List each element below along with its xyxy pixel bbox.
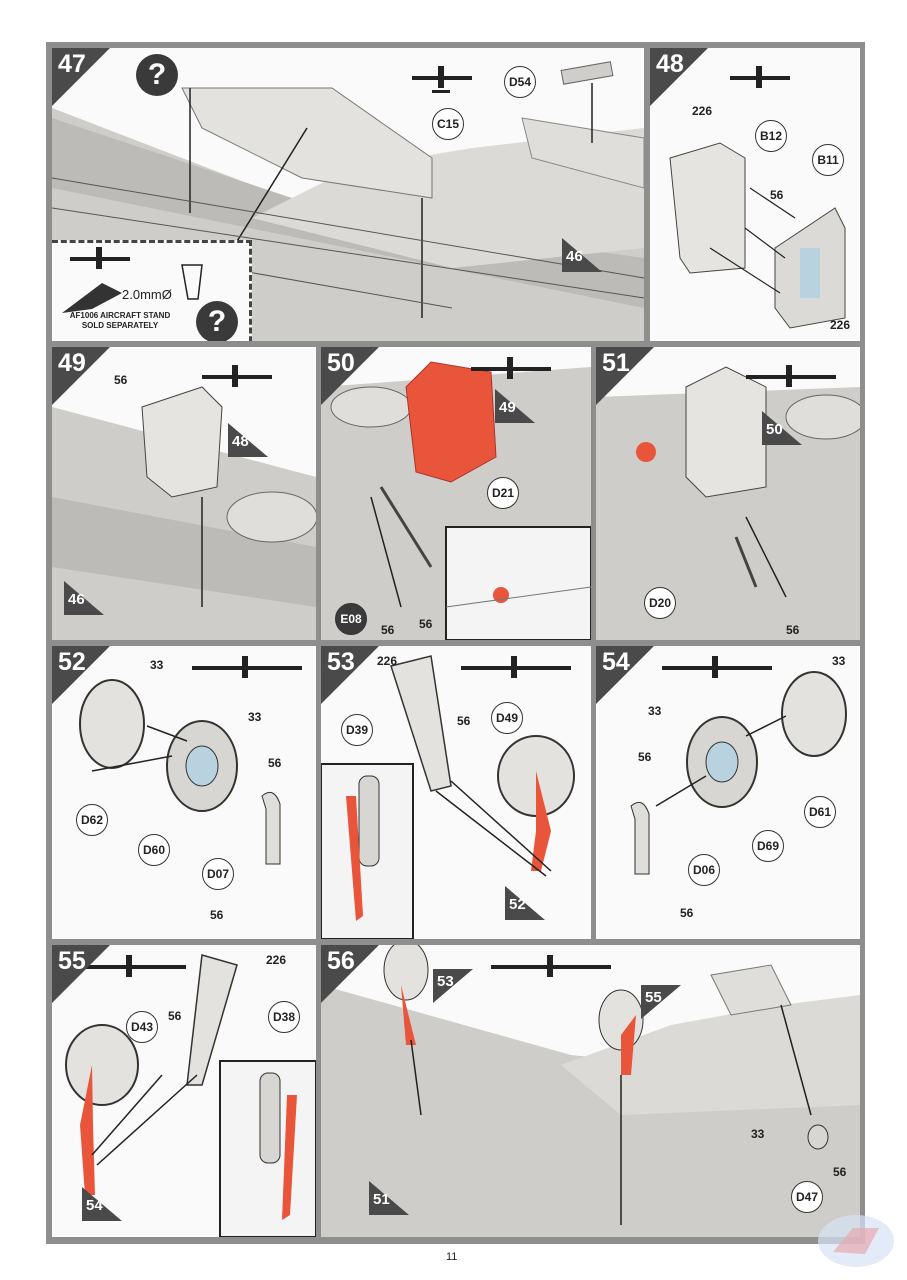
label-56b: 56 <box>419 617 433 631</box>
step-number: 49 <box>52 347 110 405</box>
part-D49: D49 <box>491 702 523 734</box>
step-51-panel: 51 D20 56 50 <box>596 347 860 640</box>
step-53-drawing <box>321 655 575 939</box>
ref-step-52: 52 <box>505 886 545 920</box>
step-number: 55 <box>52 945 110 1003</box>
part-D38: D38 <box>268 1001 300 1033</box>
step-47-panel: 47 ? C15 D54 46 2.0mmØ AF1006 AIRCRAFT S… <box>52 48 644 341</box>
label-33b: 33 <box>648 704 662 718</box>
label-56: 56 <box>638 750 652 764</box>
part-D20: D20 <box>644 587 676 619</box>
stand-note: AF1006 AIRCRAFT STAND SOLD SEPARATELY <box>69 311 171 330</box>
step-number: 50 <box>321 347 379 405</box>
step-50-drawing <box>321 357 591 640</box>
part-E08: E08 <box>335 603 367 635</box>
step-52-panel: 52 D62 D60 D07 33 33 56 56 <box>52 646 316 939</box>
step-49-drawing <box>52 365 316 640</box>
step-50-panel: 50 D21 E08 56 56 49 <box>321 347 591 640</box>
part-D61: D61 <box>804 796 836 828</box>
label-226: 226 <box>692 104 713 118</box>
step-48-drawing <box>669 66 846 329</box>
step-53-panel: 53 D39 D49 226 56 52 <box>321 646 591 939</box>
label-56: 56 <box>168 1009 182 1023</box>
label-226: 226 <box>377 654 398 668</box>
step-number: 52 <box>52 646 110 704</box>
drill-size: 2.0mmØ <box>122 287 172 302</box>
ref-step-48: 48 <box>228 423 268 457</box>
part-D62: D62 <box>76 804 108 836</box>
stand-inset: 2.0mmØ AF1006 AIRCRAFT STAND SOLD SEPARA… <box>52 240 252 341</box>
step-55-panel: 55 D43 D38 226 56 54 <box>52 945 316 1237</box>
ref-step-46: 46 <box>64 581 104 615</box>
part-D69: D69 <box>752 830 784 862</box>
step-54-drawing <box>630 656 847 875</box>
ref-step-51: 51 <box>369 1181 409 1215</box>
step-56-panel: 56 D47 33 56 53 55 51 <box>321 945 860 1237</box>
label-56: 56 <box>786 623 800 637</box>
part-D54: D54 <box>504 66 536 98</box>
question-icon: ? <box>136 54 178 96</box>
part-D39: D39 <box>341 714 373 746</box>
step-49-panel: 49 56 48 46 <box>52 347 316 640</box>
ref-step-53: 53 <box>433 969 473 1003</box>
step-number: 54 <box>596 646 654 704</box>
step-55-drawing <box>65 954 316 1237</box>
label-226: 226 <box>266 953 287 967</box>
ref-step-49: 49 <box>495 389 535 423</box>
label-226b: 226 <box>830 318 851 332</box>
stand-drawing <box>62 247 203 313</box>
label-33: 33 <box>832 654 846 668</box>
ref-step-46: 46 <box>562 238 602 272</box>
part-D47: D47 <box>791 1181 823 1213</box>
question-icon-2: ? <box>196 301 238 341</box>
label-33: 33 <box>150 658 164 672</box>
label-56: 56 <box>457 714 471 728</box>
step-number: 48 <box>650 48 708 106</box>
step-number: 56 <box>321 945 379 1003</box>
label-33b: 33 <box>248 710 262 724</box>
ref-step-55: 55 <box>641 985 681 1019</box>
part-C15: C15 <box>432 108 464 140</box>
label-56b: 56 <box>680 906 694 920</box>
step-number: 53 <box>321 646 379 704</box>
part-D43: D43 <box>126 1011 158 1043</box>
step-number: 51 <box>596 347 654 405</box>
part-B12: B12 <box>755 120 787 152</box>
part-D60: D60 <box>138 834 170 866</box>
label-56: 56 <box>770 188 784 202</box>
label-56b: 56 <box>210 908 224 922</box>
step-56-drawing <box>321 945 860 1237</box>
watermark-logo <box>818 1215 894 1267</box>
label-56: 56 <box>833 1165 847 1179</box>
page-number: 11 <box>446 1251 458 1263</box>
step-51-drawing <box>596 365 860 640</box>
step-48-panel: 48 B12 B11 226 56 226 <box>650 48 860 341</box>
step-number: 47 <box>52 48 110 106</box>
step-54-panel: 54 D61 D69 D06 33 33 56 56 <box>596 646 860 939</box>
part-D06: D06 <box>688 854 720 886</box>
label-33: 33 <box>751 1127 765 1141</box>
ref-step-50: 50 <box>762 411 802 445</box>
label-56: 56 <box>268 756 282 770</box>
label-56: 56 <box>381 623 395 637</box>
part-B11: B11 <box>812 144 844 176</box>
ref-step-54: 54 <box>82 1187 122 1221</box>
label-56: 56 <box>114 373 128 387</box>
part-D21: D21 <box>487 477 519 509</box>
part-D07: D07 <box>202 858 234 890</box>
